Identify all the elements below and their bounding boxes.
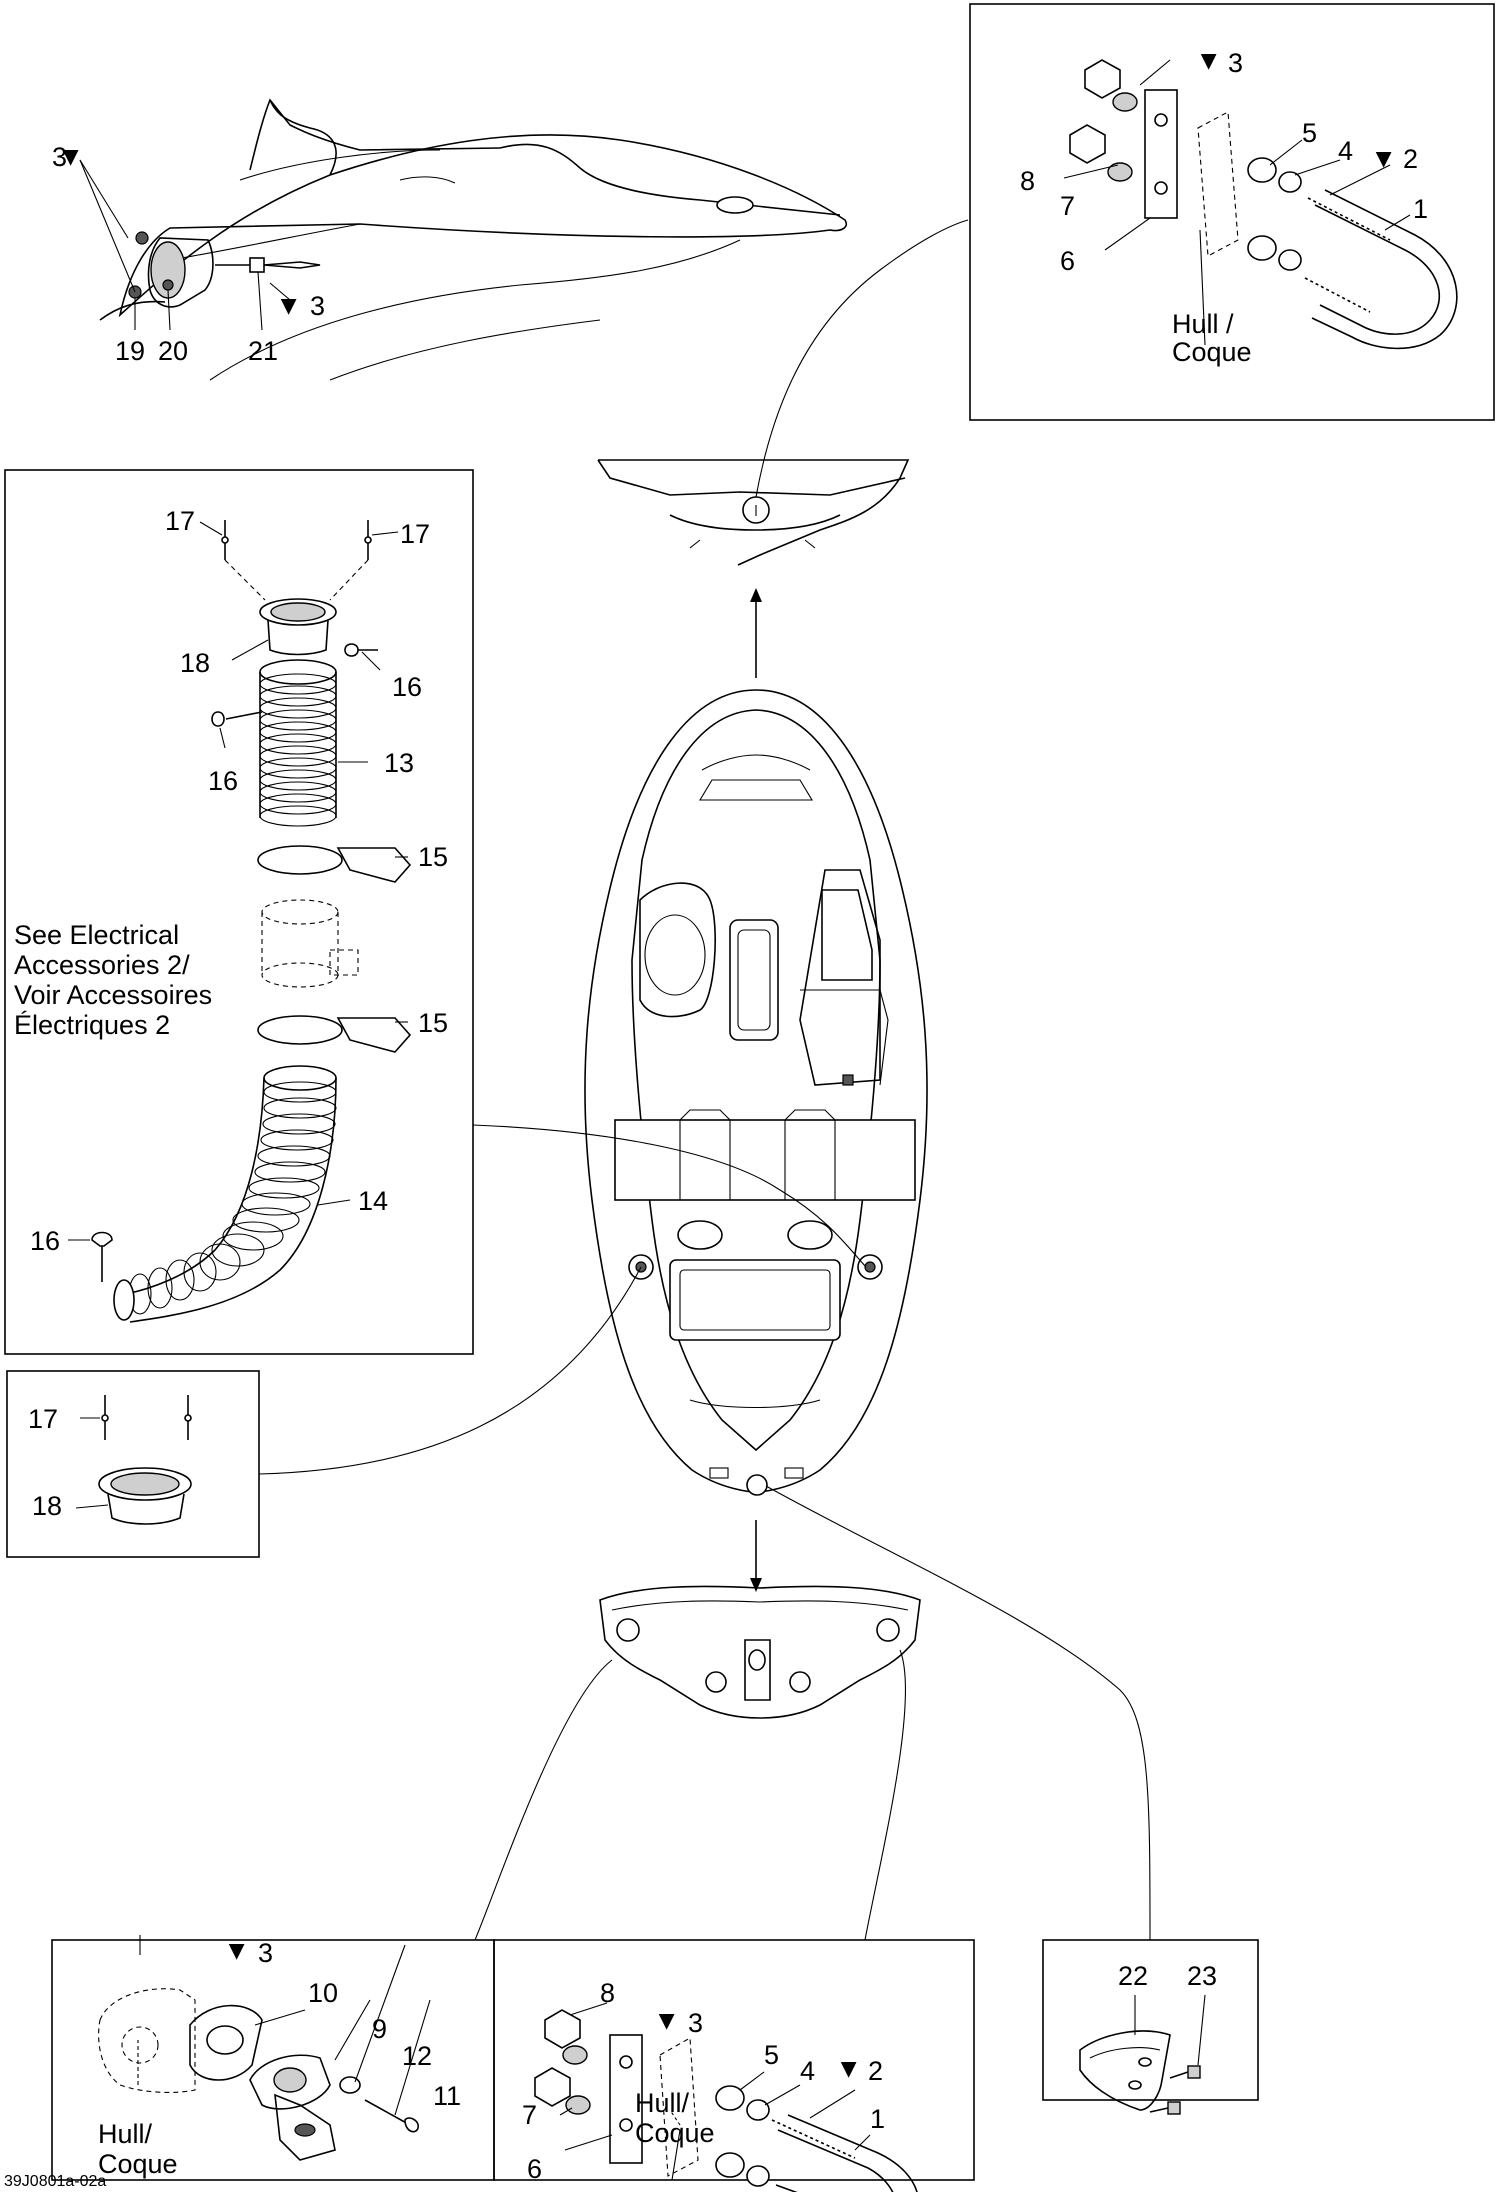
hull-label-drain-2: Coque bbox=[98, 2149, 178, 2179]
bow-side-view: 3 ▲ 19 20 21 3 ▲ bbox=[52, 98, 848, 381]
callout-18-cover: 18 bbox=[32, 1491, 62, 1521]
panel-left-vent-cover bbox=[6, 1370, 260, 1558]
callout-5-bottom: 5 bbox=[764, 2040, 779, 2070]
callout-6-bottom: 6 bbox=[527, 2154, 542, 2184]
hull-label-bottom-2: Coque bbox=[635, 2118, 715, 2148]
u-bolt-assembly-bottom: 8 ▲ 3 7 6 5 4 ▲ 2 1 Hull/ Coque bbox=[522, 1978, 918, 2192]
bumper-assembly: 22 23 bbox=[1079, 1961, 1217, 2115]
callout-3-bow: 3 bbox=[52, 142, 67, 172]
callout-17-left: 17 bbox=[165, 506, 195, 536]
corrugated-hose-14 bbox=[113, 1065, 337, 1323]
callout-20: 20 bbox=[158, 336, 188, 366]
callout-16-upper: 16 bbox=[392, 672, 422, 702]
drop-icon: ▲ bbox=[835, 2056, 862, 2086]
drop-icon: ▲ bbox=[223, 1938, 250, 1968]
hull-top-view bbox=[258, 588, 1151, 1941]
drop-icon: ▲ bbox=[1195, 48, 1222, 78]
drop-icon: ▲ bbox=[653, 2008, 680, 2038]
u-bolt-assembly-top: ▲ 3 8 7 6 5 4 ▲ 2 1 Hull / Coque bbox=[1020, 48, 1458, 367]
callout-3-top: 3 bbox=[1228, 48, 1243, 78]
callout-1-bottom: 1 bbox=[870, 2104, 885, 2134]
hull-label-bottom-1: Hull/ bbox=[635, 2088, 690, 2118]
callout-17-cover: 17 bbox=[28, 1404, 58, 1434]
callout-3-drain: 3 bbox=[258, 1938, 273, 1968]
callout-15-lower: 15 bbox=[418, 1008, 448, 1038]
hull-label-top-1: Hull / bbox=[1172, 309, 1234, 339]
callout-13: 13 bbox=[384, 748, 414, 778]
callout-4-bottom: 4 bbox=[800, 2056, 815, 2086]
panel-left-vent-hose bbox=[4, 469, 474, 1355]
drop-icon: ▲ bbox=[275, 293, 302, 323]
callout-5-top: 5 bbox=[1302, 118, 1317, 148]
see-electrical-note-2: Accessories 2/ bbox=[14, 950, 190, 980]
callout-15-upper: 15 bbox=[418, 842, 448, 872]
see-electrical-note-3: Voir Accessoires bbox=[14, 980, 212, 1010]
callout-7-top: 7 bbox=[1060, 191, 1075, 221]
drawing-code: 39J0801a-02a bbox=[4, 2173, 106, 2190]
callout-11: 11 bbox=[433, 2081, 461, 2111]
callout-3-bottom: 3 bbox=[688, 2008, 703, 2038]
callout-2-top: 2 bbox=[1403, 144, 1418, 174]
callout-19: 19 bbox=[115, 336, 145, 366]
callout-16-lower: 16 bbox=[30, 1226, 60, 1256]
callout-12: 12 bbox=[402, 2041, 432, 2071]
panel-bottom-right-bumper bbox=[1042, 1939, 1259, 2101]
callout-7-bottom: 7 bbox=[522, 2100, 537, 2130]
callout-1-top: 1 bbox=[1413, 194, 1428, 224]
callout-4-top: 4 bbox=[1338, 136, 1353, 166]
vent-cover-assembly: 17 18 bbox=[28, 1395, 192, 1525]
callout-10: 10 bbox=[308, 1978, 338, 2008]
callout-8-bottom: 8 bbox=[600, 1978, 615, 2008]
see-electrical-note-1: See Electrical bbox=[14, 920, 179, 950]
callout-18: 18 bbox=[180, 648, 210, 678]
callout-9: 9 bbox=[372, 2014, 387, 2044]
stern-detail-view bbox=[474, 1585, 921, 1941]
vent-hose-assembly: 17 17 18 16 16 13 15 15 14 16 See Electr… bbox=[14, 506, 448, 1323]
panel-bottom-u-bolt bbox=[493, 1939, 975, 2181]
callout-21: 21 bbox=[248, 336, 278, 366]
callout-2-bottom: 2 bbox=[868, 2056, 883, 2086]
drop-icon: ▲ bbox=[1370, 146, 1397, 176]
callout-8-top: 8 bbox=[1020, 166, 1035, 196]
drain-plug-assembly: ▲ 3 10 9 12 11 Hull/ Coque bbox=[98, 1935, 461, 2179]
callout-23: 23 bbox=[1187, 1961, 1217, 1991]
callout-6-top: 6 bbox=[1060, 246, 1075, 276]
callout-17-right: 17 bbox=[400, 519, 430, 549]
hull-label-top-2: Coque bbox=[1172, 337, 1252, 367]
see-electrical-note-4: Électriques 2 bbox=[14, 1010, 170, 1040]
hull-label-drain-1: Hull/ bbox=[98, 2119, 153, 2149]
callout-22: 22 bbox=[1118, 1961, 1148, 1991]
callout-14: 14 bbox=[358, 1186, 388, 1216]
bow-detail-view bbox=[597, 219, 969, 566]
callout-3-nail: 3 bbox=[310, 291, 325, 321]
drop-icon: ▲ bbox=[57, 144, 84, 174]
panel-top-right-u-bolt bbox=[969, 3, 1495, 421]
callout-16-left: 16 bbox=[208, 766, 238, 796]
corrugated-hose-13 bbox=[259, 659, 337, 827]
